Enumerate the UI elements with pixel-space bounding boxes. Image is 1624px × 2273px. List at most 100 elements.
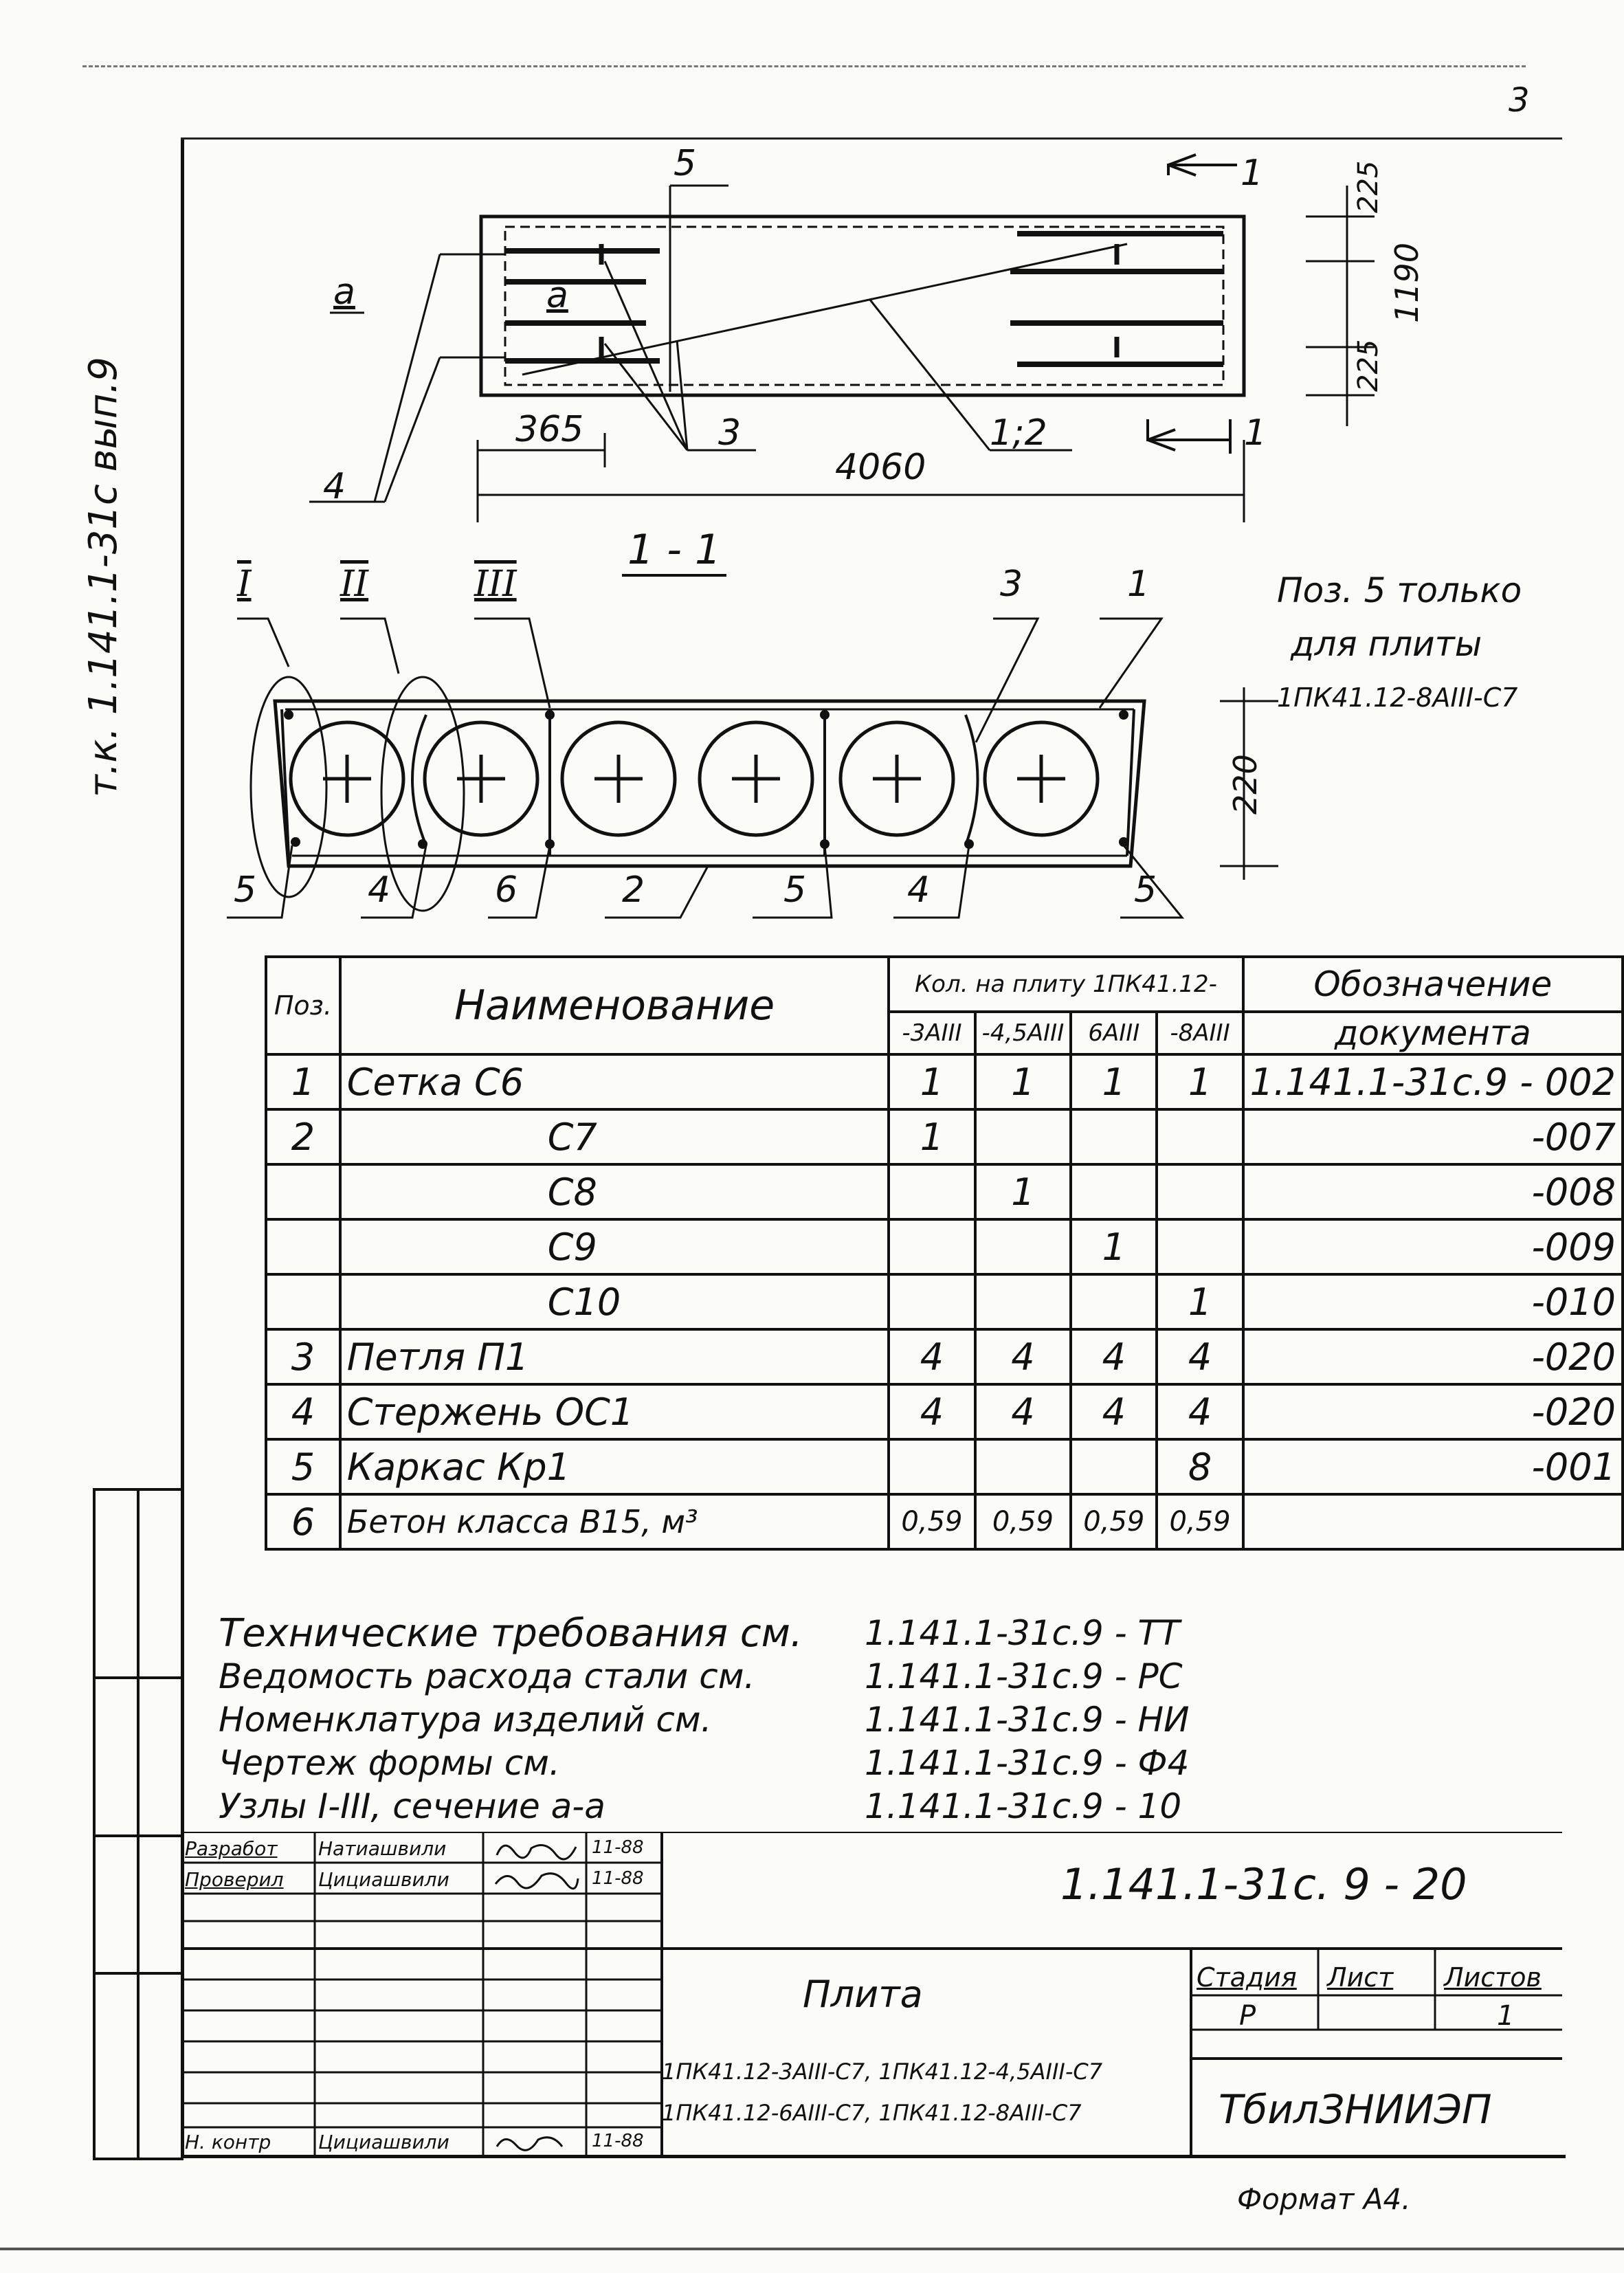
requirement-ref: 1.141.1-31с.9 - ТТ: [865, 1613, 1180, 1653]
cell-pos: 2: [265, 1108, 342, 1166]
note-line: 1ПК41.12-8АIII-С7: [1277, 683, 1518, 713]
sheet-bottom-edge: [0, 2248, 1624, 2250]
plan-label-12: 1;2: [990, 412, 1047, 454]
cell-qty: 1: [887, 1053, 977, 1111]
cell-qty: [887, 1218, 977, 1276]
signature: [496, 1844, 577, 1861]
specification-table: Поз. Наименование Кол. на плиту 1ПК41.12…: [265, 955, 1624, 1551]
cell-name: С10: [338, 1273, 891, 1331]
requirement-ref: 1.141.1-31с.9 - 10: [865, 1786, 1182, 1826]
cell-pos: 1: [265, 1053, 342, 1111]
header-doc: Обозначение: [1241, 955, 1624, 1013]
stamp-date: 11-88: [592, 1837, 644, 1858]
leader-line: [676, 340, 689, 451]
rebar-dot: [545, 710, 555, 720]
title-block-lines: [181, 1832, 1562, 2155]
document-title: Плита: [803, 1973, 923, 2016]
cell-qty: 1: [1069, 1053, 1159, 1111]
table-row: 3 Петля П1 4 4 4 4 -020: [265, 1328, 1624, 1386]
drawing-frame-top: [181, 137, 1562, 140]
document-subtitle: 1ПК41.12-3АIII-С7, 1ПК41.12-4,5АIII-С7: [662, 2059, 1103, 2085]
cell-qty: 1: [973, 1053, 1073, 1111]
qty-col-header: 6АIII: [1069, 1010, 1159, 1056]
leader-line: [753, 845, 833, 919]
node-III: III: [474, 564, 517, 605]
stamp-date: 11-88: [592, 2131, 644, 2151]
cell-doc: -020: [1241, 1383, 1624, 1441]
cell-name: Петля П1: [338, 1328, 891, 1386]
side-stamp-divider: [137, 1491, 140, 2158]
section-label-3: 3: [1000, 564, 1023, 605]
section-label-bottom: 5: [1134, 869, 1157, 911]
requirement-row: Чертеж формы см.1.141.1-31с.9 - Ф4: [219, 1742, 1190, 1785]
stage-value: Р: [1239, 2000, 1256, 2032]
frame-bar: [280, 709, 290, 856]
cell-qty: 0,59: [973, 1493, 1073, 1551]
cell-pos: 6: [265, 1493, 342, 1551]
leader-line: [361, 845, 427, 919]
cell-qty: [1069, 1438, 1159, 1496]
cell-name: С8: [338, 1163, 891, 1221]
stage-header: Стадия: [1197, 1962, 1297, 1993]
note-line: для плиты: [1291, 624, 1482, 664]
side-stamp-divider: [96, 1834, 183, 1837]
title-block: Разработ Натиашвили 11-88 Проверил Цициа…: [181, 1832, 1562, 2155]
cell-qty: 4: [1069, 1328, 1159, 1386]
rebar-dot: [820, 839, 830, 849]
slab-outline: [479, 214, 1246, 397]
table-row: 2 С7 1 -007: [265, 1108, 1624, 1166]
cell-qty: [1155, 1108, 1245, 1166]
cell-doc: -008: [1241, 1163, 1624, 1221]
requirement-row: Технические требования см.1.141.1-31с.9 …: [219, 1612, 1190, 1655]
sheet-header: Лист: [1327, 1962, 1394, 1993]
node-I: I: [237, 564, 252, 605]
cell-doc: -007: [1241, 1108, 1624, 1166]
section-label-bottom: 6: [495, 869, 518, 911]
note-line: Поз. 5 только: [1277, 570, 1522, 610]
signature: [494, 1872, 579, 1890]
table-row: С9 1 -009: [265, 1218, 1624, 1276]
cell-qty: [887, 1273, 977, 1331]
cell-qty: 1: [973, 1163, 1073, 1221]
cell-pos: 4: [265, 1383, 342, 1441]
cell-qty: 8: [1155, 1438, 1245, 1496]
side-stamp-box: [93, 1488, 183, 2160]
cell-qty: [887, 1163, 977, 1221]
organization-name: ТбилЗНИИЭП: [1219, 2086, 1492, 2133]
cell-qty: 4: [973, 1328, 1073, 1386]
rebar-dot: [284, 710, 293, 720]
table-row: 6 Бетон класса В15, м³ 0,59 0,59 0,59 0,…: [265, 1493, 1624, 1551]
section-label-bottom: 5: [234, 869, 257, 911]
leader-line: [603, 343, 689, 451]
sheet-top-edge: [82, 65, 1526, 67]
dim-225-top: 225: [1353, 160, 1384, 213]
section-title: 1 - 1: [622, 526, 727, 577]
section-arrow-head: [1147, 428, 1176, 441]
cell-qty: 0,59: [887, 1493, 977, 1551]
document-code: 1.141.1-31с. 9 - 20: [1060, 1859, 1467, 1909]
cell-qty: [973, 1273, 1073, 1331]
sheets-header: Листов: [1444, 1962, 1542, 1993]
hollow-core: [698, 720, 814, 837]
side-stamp-divider: [96, 1676, 183, 1679]
requirement-text: Ведомость расхода стали см.: [219, 1656, 755, 1696]
node-I-ellipse: [249, 676, 328, 898]
position-note: Поз. 5 только для плиты 1ПК41.12-8АIII-С…: [1277, 564, 1522, 724]
cell-doc: -010: [1241, 1273, 1624, 1331]
corner-mark: 3: [1509, 81, 1530, 120]
plan-label-1-top: 1: [1241, 153, 1264, 194]
stamp-name: Цициашвили: [318, 1868, 449, 1891]
cell-name: Стержень ОС1: [338, 1383, 891, 1441]
table-row: 4 Стержень ОС1 4 4 4 4 -020: [265, 1383, 1624, 1441]
section-label-1: 1: [1127, 564, 1150, 605]
cell-pos: 3: [265, 1328, 342, 1386]
stamp-name: Натиашвили: [318, 1837, 447, 1860]
stage-grid: [1191, 1949, 1562, 2031]
plan-label-1-bottom: 1: [1244, 412, 1267, 454]
requirement-ref: 1.141.1-31с.9 - НИ: [865, 1700, 1190, 1740]
table-row: 5 Каркас Кр1 8 -001: [265, 1438, 1624, 1496]
section-label-bottom: 4: [368, 869, 391, 911]
stamp-role: Н. контр: [185, 2131, 271, 2153]
qty-col-header: -4,5АIII: [973, 1010, 1073, 1056]
section-view: [227, 617, 1278, 919]
